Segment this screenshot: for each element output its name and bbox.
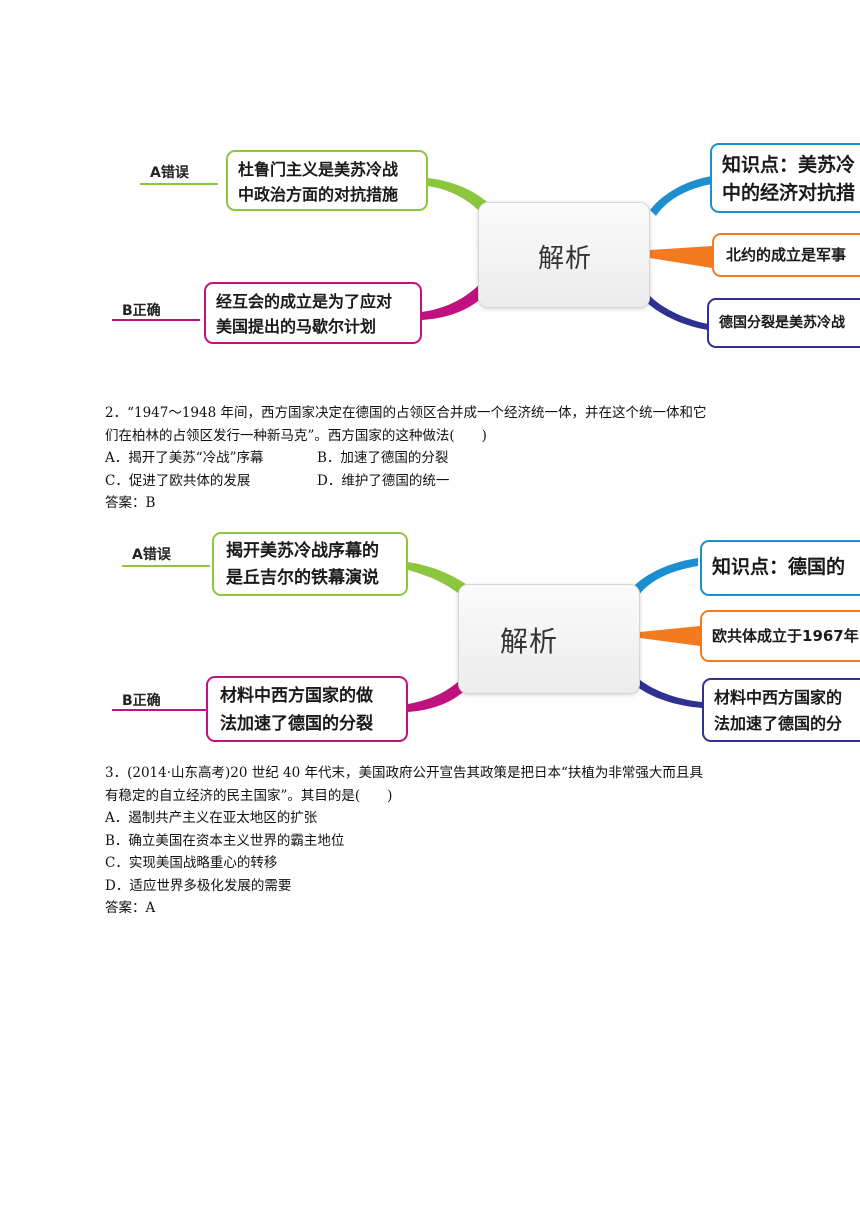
option-b-box: 经互会的成立是为了应对 美国提出的马歇尔计划 [204,282,422,344]
mindmap-1: A错误 杜鲁门主义是美苏冷战 中政治方面的对抗措施 B正确 经互会的成立是为了应… [0,140,860,355]
question-2-option-a: A．揭开了美苏“冷战”序幕 [105,450,264,466]
question-3-option-c: C．实现美国战略重心的转移 [105,855,278,871]
question-2-options-row-1: A．揭开了美苏“冷战”序幕 B．加速了德国的分裂 [105,447,707,470]
option-b-line-2: 美国提出的马歇尔计划 [216,317,377,336]
analysis-hub-label: 解析 [538,244,593,274]
note-box-germany: 德国分裂是美苏冷战 [707,298,860,348]
knowledge-point-box: 知识点：美苏冷 中的经济对抗措 [710,143,860,213]
question-2-answer: 答案：B [105,495,156,511]
analysis-hub [478,202,650,308]
knowledge-point-line-2: 中的经济对抗措 [722,182,856,204]
knowledge-point-line-1: 知识点：美苏冷 [722,154,856,176]
note-nato-text: 北约的成立是军事 [726,246,847,264]
question-3-option-a: A．遏制共产主义在亚太地区的扩张 [105,810,318,826]
note-ec-text: 欧共体成立于1967年 [712,627,859,645]
note-germany-text: 德国分裂是美苏冷战 [719,315,845,331]
note-box-ec: 欧共体成立于1967年 [700,610,860,662]
option-b-line-2: 法加速了德国的分裂 [220,714,373,734]
question-2-stem-line-2: 们在柏林的占领区发行一种新马克”。西方国家的这种做法( ) [105,427,487,444]
question-3-stem-line-1: 3．(2014·山东高考)20 世纪 40 年代末，美国政府公开宣告其政策是把日… [105,765,703,781]
question-3-option-d: D．适应世界多极化发展的需要 [105,877,292,894]
option-b-line-1: 经互会的成立是为了应对 [216,292,393,311]
option-a-tag: A错误 [150,165,189,181]
question-2: 2．“1947～1948 年间，西方国家决定在德国的占领区合并成一个经济统一体，… [105,402,707,515]
option-a-tag: A错误 [132,547,171,563]
note-box-nato: 北约的成立是军事 [712,233,860,277]
option-a-line-1: 杜鲁门主义是美苏冷战 [238,160,399,179]
analysis-hub-label: 解析 [500,625,559,658]
knowledge-point-box: 知识点：德国的 [700,540,860,596]
question-2-options-row-2: C．促进了欧共体的发展 D．维护了德国的统一 [105,470,707,493]
question-2-option-c: C．促进了欧共体的发展 [105,472,251,489]
option-b-box: 材料中西方国家的做 法加速了德国的分裂 [206,676,408,742]
option-a-box: 杜鲁门主义是美苏冷战 中政治方面的对抗措施 [226,150,428,211]
knowledge-point-text: 知识点：德国的 [712,556,846,578]
question-3: 3．(2014·山东高考)20 世纪 40 年代末，美国政府公开宣告其政策是把日… [105,762,703,920]
option-b-line-1: 材料中西方国家的做 [220,686,373,706]
note-division-line-1: 材料中西方国家的 [714,688,843,707]
option-a-line-2: 是丘吉尔的铁幕演说 [226,568,379,588]
mindmap-2: A错误 揭开美苏冷战序幕的 是丘吉尔的铁幕演说 B正确 材料中西方国家的做 法加… [0,528,860,746]
question-2-option-d: D．维护了德国的统一 [317,472,450,489]
note-box-division: 材料中西方国家的 法加速了德国的分 [702,678,860,742]
question-3-answer: 答案：A [105,900,156,916]
option-a-line-2: 中政治方面的对抗措施 [238,185,399,204]
option-b-tag: B正确 [122,693,161,709]
option-b-tag: B正确 [122,303,161,319]
question-3-option-b: B．确立美国在资本主义世界的霸主地位 [105,832,345,849]
question-2-option-b: B．加速了德国的分裂 [317,450,449,466]
note-division-line-2: 法加速了德国的分 [714,714,843,733]
analysis-hub [458,584,640,694]
question-2-stem-line-1: 2．“1947～1948 年间，西方国家决定在德国的占领区合并成一个经济统一体，… [105,405,707,421]
question-3-stem-line-2: 有稳定的自立经济的民主国家”。其目的是( ) [105,787,393,804]
option-a-line-1: 揭开美苏冷战序幕的 [226,541,379,561]
option-a-box: 揭开美苏冷战序幕的 是丘吉尔的铁幕演说 [212,532,408,596]
